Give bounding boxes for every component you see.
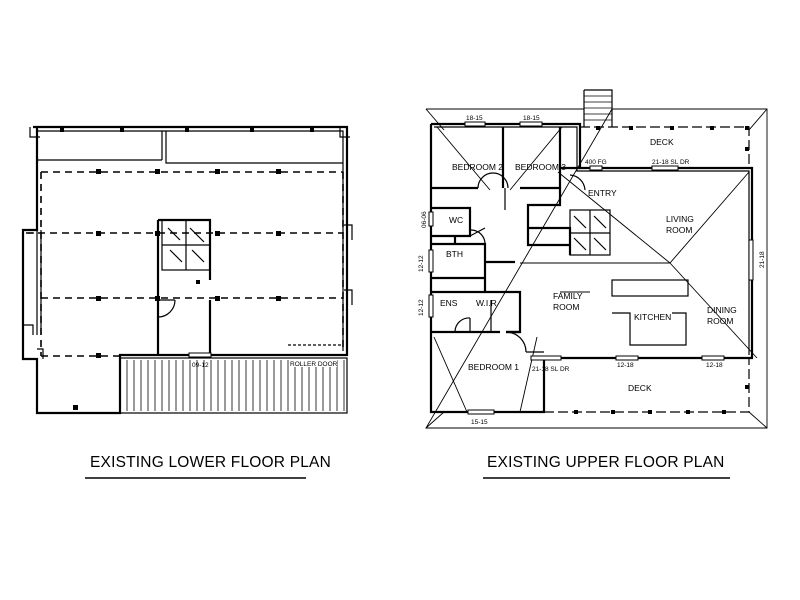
bth-label: BTH: [446, 249, 463, 259]
bedroom-2-label: BEDROOM 2: [452, 162, 503, 172]
window-12-12-b-label: 12-12: [418, 299, 425, 316]
lower-outer-wall: [21, 125, 349, 415]
window-18-15-b-label: 18-15: [523, 115, 540, 122]
lower-window-09-12: [188, 352, 212, 358]
window-12-18-b-label: 12-18: [706, 362, 723, 369]
window-400fg-label: 400 FG: [585, 159, 607, 166]
window-18-15-a-label: 18-15: [466, 115, 483, 122]
lower-slab-hatch: [126, 360, 345, 411]
window-21-18-sl-dr-bottom-label: 21-18 SL DR: [532, 366, 570, 373]
window-21-18-right-label: 21-18: [759, 251, 766, 268]
lower-window-09-12-label: 09-12: [192, 362, 209, 369]
ens-label: ENS: [440, 298, 458, 308]
roof-outline: [425, 108, 768, 429]
deck-top-label: DECK: [650, 137, 674, 147]
deck-stairs: [584, 95, 612, 121]
wc-label: WC: [449, 215, 463, 225]
deck-bottom-label: DECK: [628, 383, 652, 393]
window-12-12-a-label: 12-12: [418, 255, 425, 272]
roller-door-label: ROLLER DOOR: [290, 361, 338, 368]
lower-driveway-slab: [119, 357, 348, 414]
wir-label: W.I.R: [476, 298, 497, 308]
kitchen-label: KITCHEN: [634, 312, 671, 322]
bedroom-1-label: BEDROOM 1: [468, 362, 519, 372]
lower-floor-plan: 09-12 ROLLER DOOR: [21, 125, 353, 415]
lower-plan-title: EXISTING LOWER FLOOR PLAN: [90, 454, 331, 471]
window-21-18-sl-dr-top-label: 21-18 SL DR: [652, 159, 690, 166]
window-12-18-a-label: 12-18: [617, 362, 634, 369]
deck-bottom-outline: [544, 358, 750, 413]
entry-label: ENTRY: [588, 188, 617, 198]
lower-posts: [60, 127, 314, 410]
bedroom-3-label: BEDROOM 3: [515, 162, 566, 172]
upper-plan-title: EXISTING UPPER FLOOR PLAN: [487, 454, 725, 471]
roof-hip-lines: [433, 126, 758, 413]
window-15-15-label: 15-15: [471, 419, 488, 426]
window-06-06-label: 06-06: [421, 211, 428, 228]
kitchen-bench: [611, 279, 689, 297]
upper-posts: [574, 126, 749, 414]
